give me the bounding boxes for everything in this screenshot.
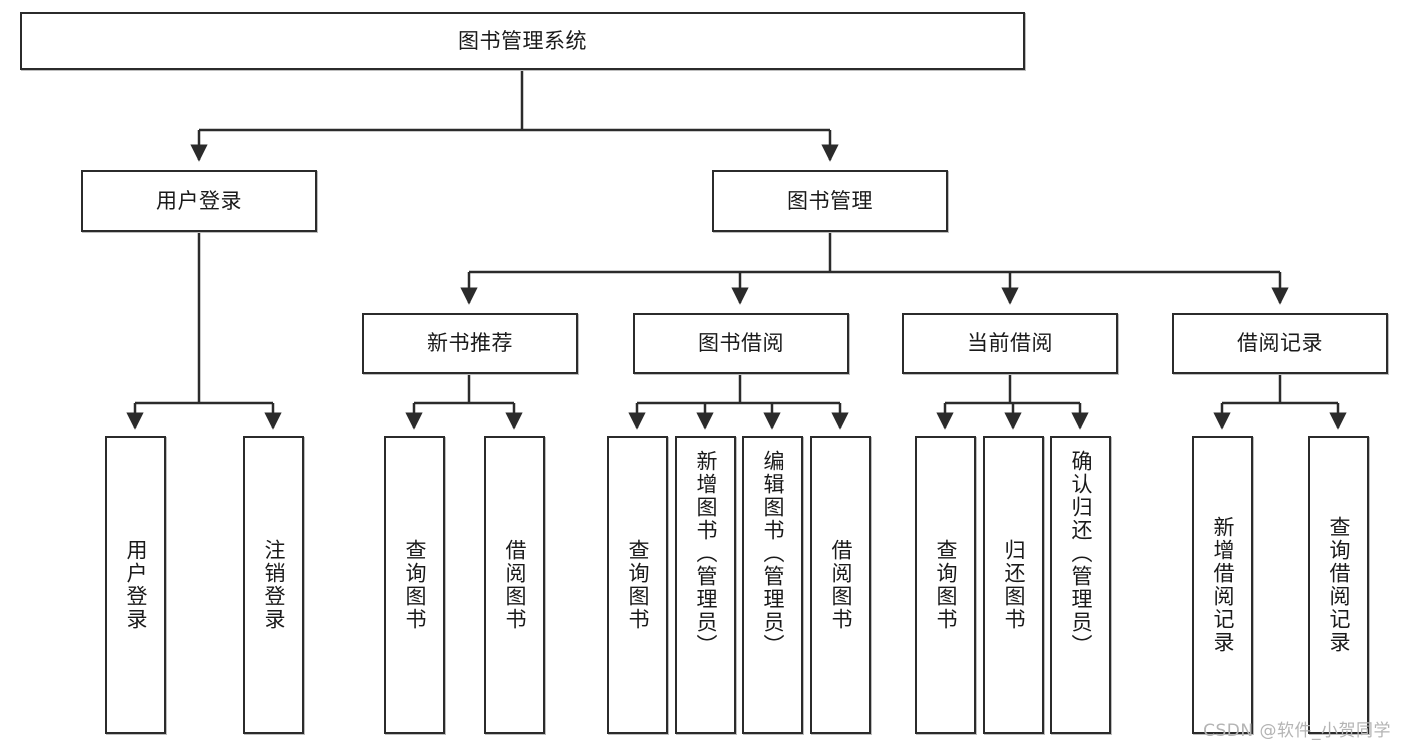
leaf-book-borrow-2-label: 新增图书（管理员） [694, 450, 718, 657]
leaf-book-borrow-1[interactable]: 查询图书 [607, 436, 668, 734]
leaf-book-borrow-1-label: 查询图书 [626, 539, 650, 631]
leaf-book-borrow-4-label: 借阅图书 [829, 539, 853, 631]
leaf-book-borrow-2[interactable]: 新增图书（管理员） [675, 436, 736, 734]
leaf-borrow-record-2[interactable]: 查询借阅记录 [1308, 436, 1369, 734]
leaf-book-borrow-3-label: 编辑图书（管理员） [761, 450, 785, 657]
leaf-borrow-record-1[interactable]: 新增借阅记录 [1192, 436, 1253, 734]
node-root-label: 图书管理系统 [458, 28, 587, 53]
node-borrow-record-label: 借阅记录 [1237, 331, 1323, 356]
node-book-manage[interactable]: 图书管理 [712, 170, 948, 232]
node-current-borrow-label: 当前借阅 [967, 331, 1053, 356]
leaf-user-login-2[interactable]: 注销登录 [243, 436, 304, 734]
leaf-user-login-2-label: 注销登录 [262, 539, 286, 631]
leaf-new-book-2[interactable]: 借阅图书 [484, 436, 545, 734]
node-book-manage-label: 图书管理 [787, 188, 873, 213]
leaf-current-borrow-2[interactable]: 归还图书 [983, 436, 1044, 734]
leaf-current-borrow-3-label: 确认归还（管理员） [1069, 450, 1093, 657]
node-user-login-label: 用户登录 [156, 188, 242, 213]
node-borrow-record[interactable]: 借阅记录 [1172, 313, 1388, 374]
leaf-user-login-1[interactable]: 用户登录 [105, 436, 166, 734]
leaf-new-book-2-label: 借阅图书 [503, 539, 527, 631]
leaf-current-borrow-1-label: 查询图书 [934, 539, 958, 631]
leaf-borrow-record-2-label: 查询借阅记录 [1327, 516, 1351, 654]
leaf-book-borrow-4[interactable]: 借阅图书 [810, 436, 871, 734]
leaf-current-borrow-2-label: 归还图书 [1002, 539, 1026, 631]
leaf-user-login-1-label: 用户登录 [124, 539, 148, 631]
leaf-new-book-1[interactable]: 查询图书 [384, 436, 445, 734]
watermark-text: CSDN @软件_小贺同学 [1203, 721, 1391, 741]
node-book-borrow[interactable]: 图书借阅 [633, 313, 849, 374]
node-new-book-recommend-label: 新书推荐 [427, 331, 513, 356]
node-book-borrow-label: 图书借阅 [698, 331, 784, 356]
node-user-login[interactable]: 用户登录 [81, 170, 317, 232]
leaf-current-borrow-3[interactable]: 确认归还（管理员） [1050, 436, 1111, 734]
node-root[interactable]: 图书管理系统 [20, 12, 1025, 70]
leaf-new-book-1-label: 查询图书 [403, 539, 427, 631]
leaf-current-borrow-1[interactable]: 查询图书 [915, 436, 976, 734]
leaf-borrow-record-1-label: 新增借阅记录 [1211, 516, 1235, 654]
node-current-borrow[interactable]: 当前借阅 [902, 313, 1118, 374]
node-new-book-recommend[interactable]: 新书推荐 [362, 313, 578, 374]
leaf-book-borrow-3[interactable]: 编辑图书（管理员） [742, 436, 803, 734]
